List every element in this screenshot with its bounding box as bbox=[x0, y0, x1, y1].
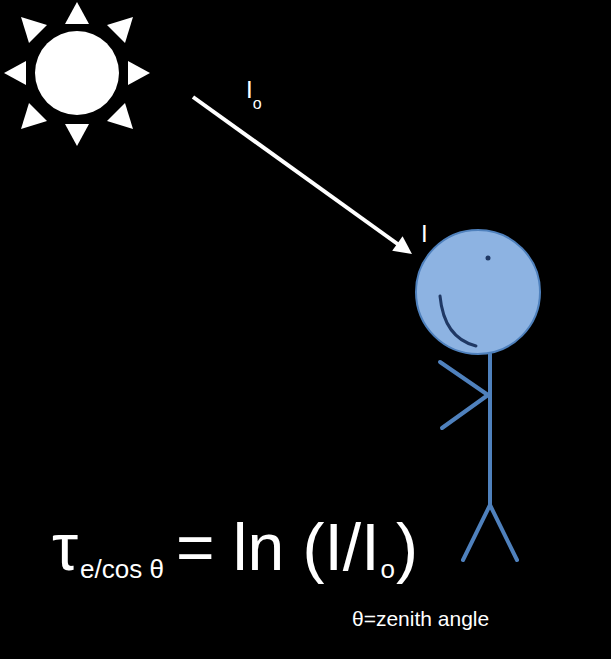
formula-subscript: e/cos θ bbox=[80, 556, 164, 582]
subscript: o bbox=[253, 96, 262, 112]
sun-ray bbox=[21, 17, 47, 43]
arm bbox=[440, 362, 488, 395]
arrow-head bbox=[392, 236, 412, 254]
sun-ray bbox=[65, 2, 89, 24]
sun-ray bbox=[4, 61, 26, 85]
sun bbox=[4, 2, 150, 146]
sun-ray bbox=[21, 103, 47, 129]
leg bbox=[463, 505, 490, 560]
eye bbox=[486, 256, 491, 261]
light-arrow bbox=[193, 97, 412, 254]
formula-text: = ln (I/I bbox=[176, 514, 380, 580]
sun-ray bbox=[107, 103, 133, 129]
sun-disc bbox=[35, 31, 119, 115]
caption-note: θ=zenith angle bbox=[352, 608, 489, 629]
formula-subscript: o bbox=[380, 556, 394, 582]
sun-ray bbox=[65, 124, 89, 146]
body bbox=[488, 354, 492, 505]
sun-ray bbox=[128, 61, 150, 85]
arm bbox=[442, 395, 488, 428]
intensity-label: I bbox=[246, 78, 253, 102]
sun-ray bbox=[107, 17, 133, 43]
smile bbox=[440, 296, 476, 346]
formula-text: ) bbox=[396, 514, 418, 580]
arrow-shaft bbox=[193, 97, 399, 245]
formula-symbol: τ bbox=[52, 514, 78, 580]
leg bbox=[490, 505, 517, 560]
intensity-label: I bbox=[421, 222, 428, 246]
stick-figure bbox=[416, 230, 540, 560]
head bbox=[416, 230, 540, 354]
